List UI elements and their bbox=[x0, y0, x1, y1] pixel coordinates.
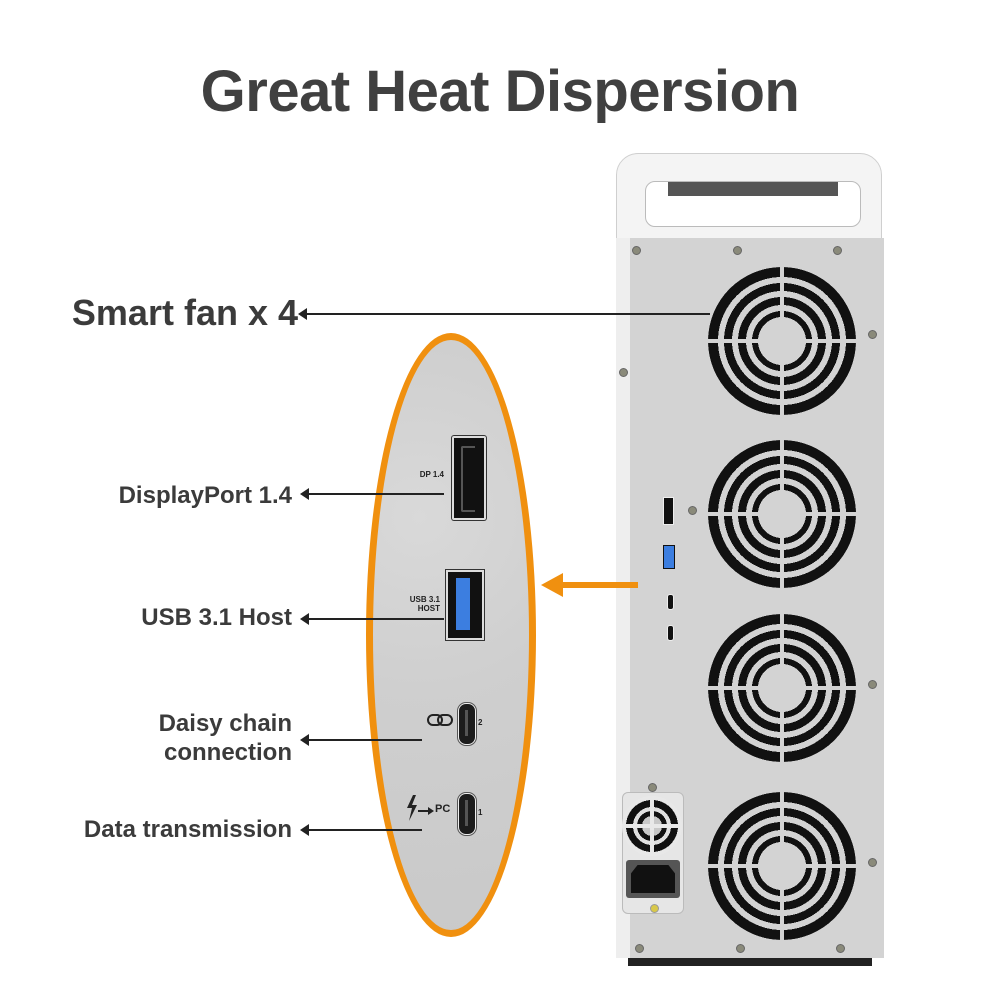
leader-line-displayport bbox=[308, 493, 444, 495]
zoom-arrow-head-icon bbox=[541, 573, 563, 597]
usb-port-label-line1: USB 3.1 bbox=[409, 595, 440, 604]
chassis-dp-port bbox=[663, 497, 674, 525]
fan-grille-3 bbox=[708, 614, 856, 762]
leader-line-usb bbox=[308, 618, 444, 620]
usb-c-port-2 bbox=[458, 703, 476, 745]
fan-grille-2 bbox=[708, 440, 856, 588]
screw-icon bbox=[868, 330, 877, 339]
displayport-port bbox=[452, 436, 486, 520]
screw-icon bbox=[648, 783, 657, 792]
fan-grille-1 bbox=[708, 267, 856, 415]
thunderbolt-icon bbox=[407, 795, 417, 821]
dp-port-label: DP 1.4 bbox=[419, 470, 444, 479]
link-icon bbox=[427, 714, 453, 726]
chassis-usbc-port-2 bbox=[667, 594, 674, 610]
screw-icon bbox=[868, 858, 877, 867]
chassis-usb-port bbox=[663, 545, 675, 569]
screw-icon bbox=[619, 368, 628, 377]
leader-line-data bbox=[308, 829, 422, 831]
screw-icon bbox=[736, 944, 745, 953]
chassis-foot bbox=[628, 958, 872, 966]
handle-opening bbox=[645, 181, 861, 227]
usb-port-label-line2: HOST bbox=[417, 604, 440, 613]
arrow-left-icon bbox=[300, 824, 309, 836]
arrow-left-icon bbox=[300, 613, 309, 625]
arrow-right-icon bbox=[418, 807, 434, 815]
psu-fan-grille bbox=[622, 796, 682, 856]
pc-label: PC bbox=[435, 803, 451, 815]
screw-icon bbox=[836, 944, 845, 953]
callout-daisy-chain: Daisy chain connection bbox=[0, 709, 292, 767]
screw-icon bbox=[632, 246, 641, 255]
power-socket bbox=[626, 860, 680, 898]
callout-daisy-line2: connection bbox=[163, 739, 292, 766]
arrow-left-icon bbox=[298, 308, 307, 320]
callout-usb: USB 3.1 Host bbox=[141, 604, 292, 631]
indicator-led-icon bbox=[650, 904, 659, 913]
usb-port-label: USB 3.1 HOST bbox=[396, 595, 440, 613]
screw-icon bbox=[833, 246, 842, 255]
screw-icon bbox=[688, 506, 697, 515]
fan-grille-4 bbox=[708, 792, 856, 940]
leader-line-daisy bbox=[308, 739, 422, 741]
screw-icon bbox=[733, 246, 742, 255]
usb-c-port-1 bbox=[458, 793, 476, 835]
page-title: Great Heat Dispersion bbox=[200, 59, 800, 124]
callout-displayport: DisplayPort 1.4 bbox=[118, 482, 292, 509]
port-number-2: 2 bbox=[478, 718, 483, 727]
zoom-arrow bbox=[560, 582, 638, 588]
screw-icon bbox=[868, 680, 877, 689]
port-number-1: 1 bbox=[478, 808, 483, 817]
chassis-usbc-port-1 bbox=[667, 625, 674, 641]
arrow-left-icon bbox=[300, 488, 309, 500]
usb-a-port bbox=[446, 570, 484, 640]
screw-icon bbox=[635, 944, 644, 953]
arrow-left-icon bbox=[300, 734, 309, 746]
callout-daisy-line1: Daisy chain bbox=[158, 710, 292, 737]
callout-data-transmission: Data transmission bbox=[83, 816, 292, 843]
callout-smart-fan: Smart fan x 4 bbox=[71, 292, 298, 333]
leader-line-fan bbox=[306, 313, 710, 315]
